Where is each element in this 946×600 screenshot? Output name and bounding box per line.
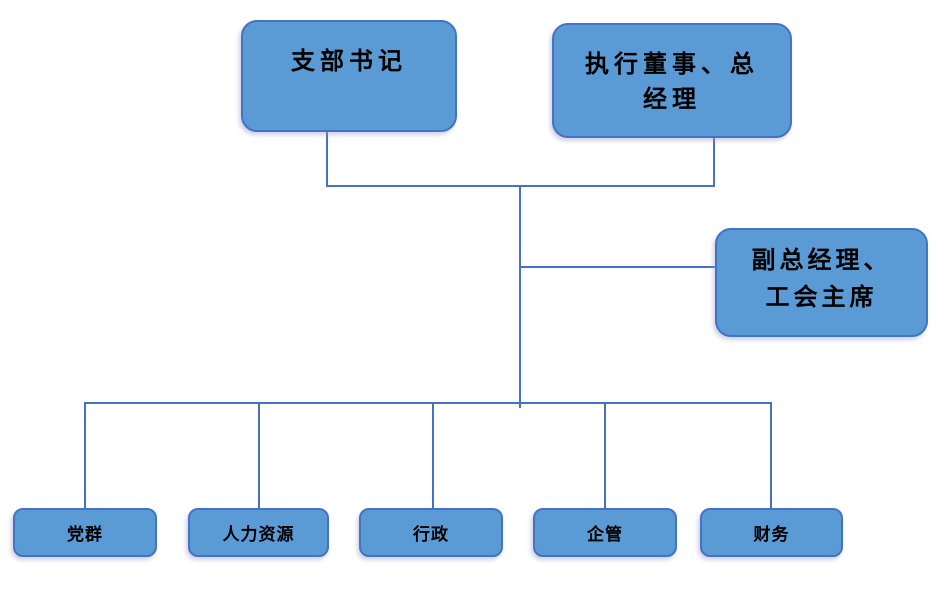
node-dept-human-resources-label: 人力资源: [222, 525, 295, 544]
node-branch-secretary: 支部书记: [241, 20, 457, 132]
node-dept-finance: 财务: [700, 508, 843, 557]
node-dept-administration: 行政: [359, 508, 503, 557]
node-dept-party-masses: 党群: [13, 508, 157, 557]
node-deputy-gm-union-chair: 副总经理、 工会主席: [715, 228, 928, 337]
connector-enterprise-mgmt-drop: [604, 402, 606, 508]
node-deputy-gm-union-chair-label: 副总经理、 工会主席: [751, 247, 892, 311]
connector-human-resources-drop: [258, 402, 260, 508]
connector-central-spine: [519, 185, 521, 408]
node-dept-party-masses-label: 党群: [67, 525, 103, 544]
connector-bottom-horizontal: [84, 402, 772, 404]
connector-executive-director-drop: [713, 138, 715, 187]
connector-party-masses-drop: [84, 402, 86, 508]
node-dept-enterprise-mgmt: 企管: [533, 508, 677, 557]
connector-deputy-branch: [519, 266, 716, 268]
node-dept-human-resources: 人力资源: [188, 508, 329, 557]
connector-finance-drop: [770, 402, 772, 508]
node-dept-enterprise-mgmt-label: 企管: [587, 525, 623, 544]
node-branch-secretary-label: 支部书记: [291, 48, 407, 75]
node-dept-administration-label: 行政: [413, 525, 449, 544]
node-dept-finance-label: 财务: [753, 525, 790, 544]
node-executive-director-gm-label: 执行董事、总 经理: [585, 51, 759, 113]
connector-branch-secretary-drop: [326, 132, 328, 187]
node-executive-director-gm: 执行董事、总 经理: [552, 23, 792, 138]
connector-administration-drop: [432, 402, 434, 508]
